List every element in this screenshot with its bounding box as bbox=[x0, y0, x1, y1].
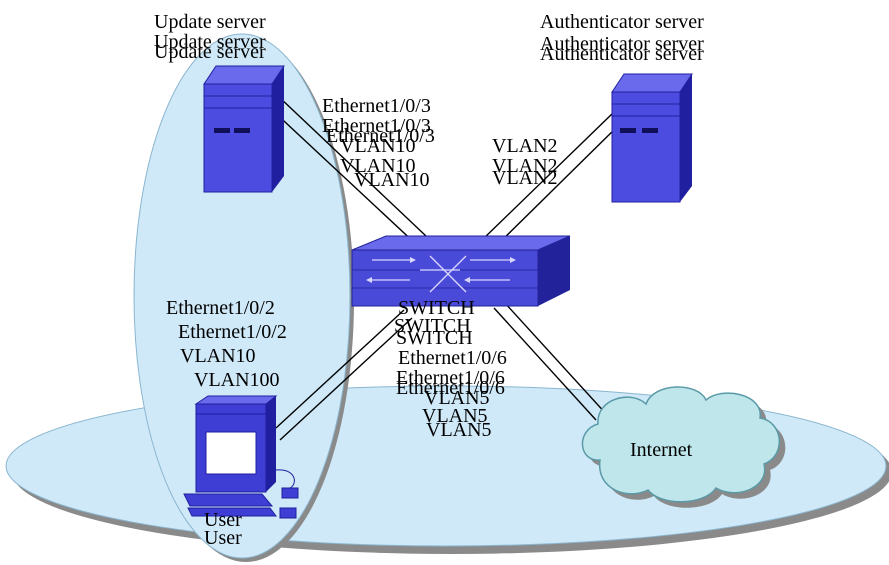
link-switch-internet-a bbox=[493, 307, 597, 421]
switch-label: SWITCH bbox=[398, 297, 475, 319]
vlan-label-auth: VLAN2 bbox=[492, 135, 558, 157]
server-icon bbox=[611, 73, 693, 203]
update-server-label: Update server bbox=[154, 41, 266, 63]
vlan-label-update: VLAN10 bbox=[354, 169, 430, 191]
pc-icon bbox=[183, 395, 299, 519]
vlan-label-update: VLAN10 bbox=[340, 155, 416, 177]
vlan-label-user-a: VLAN10 bbox=[180, 345, 256, 367]
user-label: User bbox=[204, 509, 242, 531]
port-label-update: Ethernet1/0/3 bbox=[322, 95, 431, 117]
link-update-switch-b bbox=[277, 95, 427, 237]
server-icon bbox=[203, 65, 285, 193]
port-label-internet: Ethernet1/0/6 bbox=[398, 347, 507, 369]
link-auth-switch-a bbox=[481, 111, 615, 241]
switch-label: SWITCH bbox=[396, 327, 473, 349]
link-switch-internet-b bbox=[503, 301, 609, 417]
vlan-label-internet: VLAN5 bbox=[422, 405, 488, 427]
port-label-update: Ethernet1/0/3 bbox=[326, 125, 435, 147]
port-label-internet: Ethernet1/0/6 bbox=[396, 367, 505, 389]
vlan-label-update: VLAN10 bbox=[340, 135, 416, 157]
user-label: User bbox=[204, 527, 242, 549]
vlan-label-auth: VLAN2 bbox=[492, 155, 558, 177]
vlan-label-internet: VLAN5 bbox=[426, 419, 492, 441]
internet-label: Internet bbox=[630, 439, 693, 461]
vlan-label-user-b: VLAN100 bbox=[194, 369, 280, 391]
vlan-label-internet: VLAN5 bbox=[424, 387, 490, 409]
port-label-user: Ethernet1/0/2 bbox=[178, 321, 287, 343]
authenticator-server-label: Authenticator server bbox=[540, 11, 704, 33]
port-label-internet: Ethernet1/0/6 bbox=[396, 377, 505, 399]
vlan-label-auth: VLAN2 bbox=[492, 167, 558, 189]
link-auth-switch-b bbox=[491, 121, 623, 251]
link-user-switch-a bbox=[275, 309, 405, 429]
port-label-update: Ethernet1/0/3 bbox=[322, 115, 431, 137]
cloud-icon bbox=[581, 386, 786, 508]
user-region bbox=[133, 33, 351, 559]
switch-label: SWITCH bbox=[394, 315, 471, 337]
port-label-user: Ethernet1/0/2 bbox=[166, 297, 275, 319]
update-server-label: Update server bbox=[154, 31, 266, 53]
authenticator-server-label: Authenticator server bbox=[540, 33, 704, 55]
authenticator-server-label: Authenticator server bbox=[540, 43, 704, 65]
links bbox=[269, 95, 623, 441]
link-update-switch-a bbox=[269, 107, 419, 247]
link-user-switch-b bbox=[279, 317, 413, 441]
switch-icon bbox=[351, 235, 571, 307]
update-server-label: Update server bbox=[154, 11, 266, 33]
